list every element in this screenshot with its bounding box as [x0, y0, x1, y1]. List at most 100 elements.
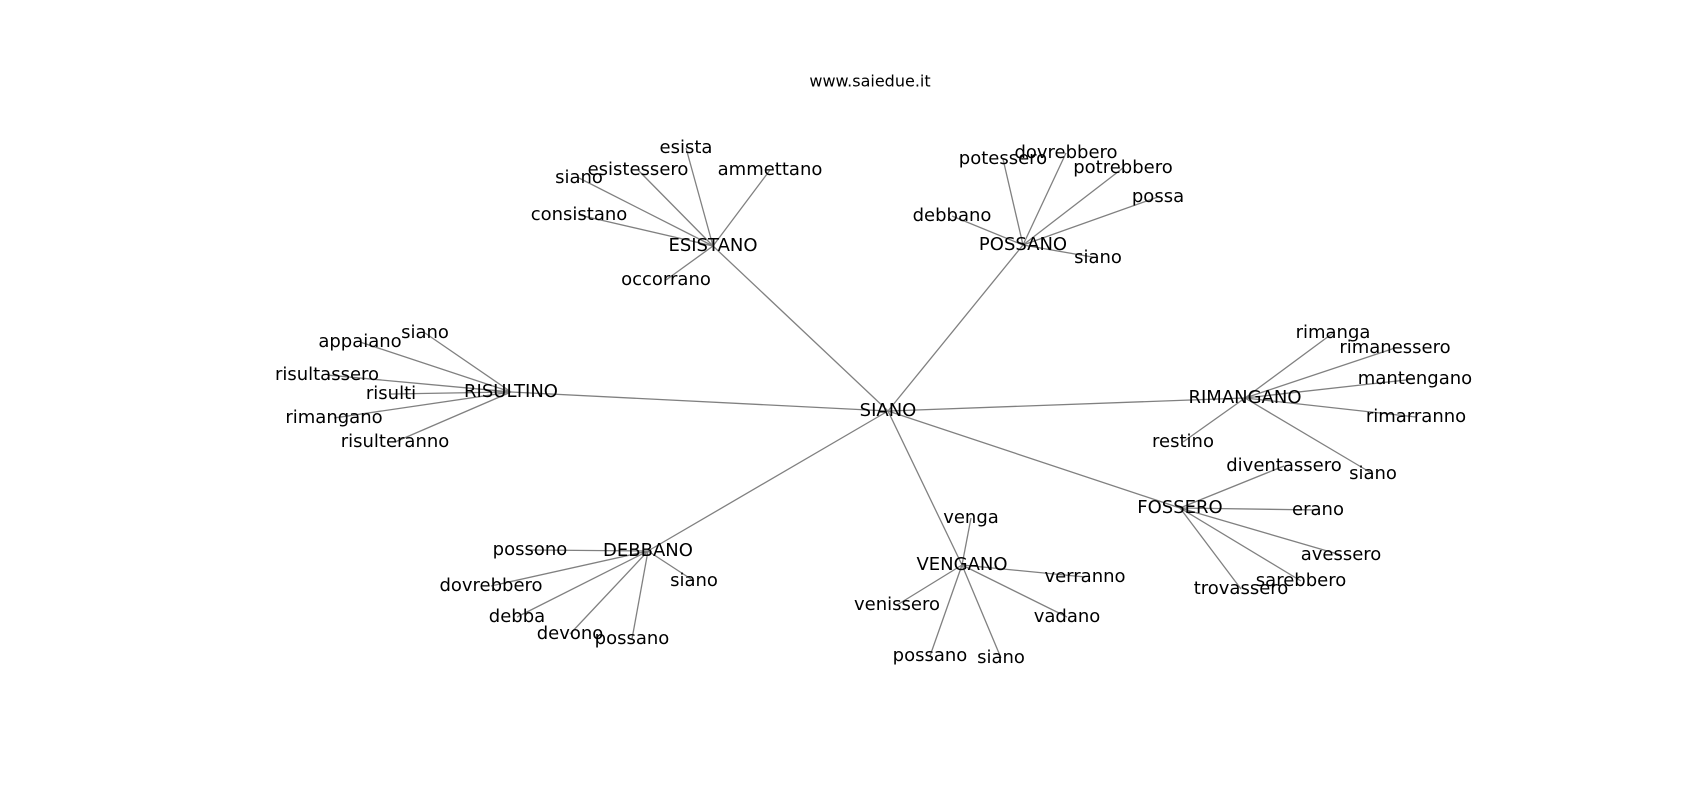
edge-risultino-risulteranno — [394, 391, 512, 443]
edge-fossero-erano — [1179, 507, 1319, 511]
edge-debbano-dovrebbero — [490, 550, 649, 587]
edge-esistano-esistessero — [637, 169, 714, 247]
leaf-node-siano: siano — [1349, 463, 1397, 484]
hub-node-possano: POSSANO — [979, 234, 1067, 255]
edge-fossero-trovassero — [1179, 507, 1242, 590]
leaf-node-rimangano: rimangano — [285, 407, 382, 428]
edge-root-vengano — [887, 410, 963, 566]
leaf-node-siano: siano — [670, 570, 718, 591]
leaf-node-possano: possano — [893, 645, 968, 666]
leaf-node-siano: siano — [555, 167, 603, 188]
edge-root-risultino — [510, 391, 889, 412]
graph-title: www.saiedue.it — [809, 72, 930, 91]
leaf-node-trovassero: trovassero — [1194, 578, 1289, 599]
leaf-node-ammettano: ammettano — [718, 159, 823, 180]
edge-vengano-verranno — [961, 564, 1086, 578]
edge-root-esistano — [712, 245, 889, 412]
hub-node-rimangano: RIMANGANO — [1188, 387, 1301, 408]
leaf-node-appaiano: appaiano — [318, 331, 401, 352]
edge-vengano-possano — [929, 564, 963, 657]
edge-esistano-occorrano — [665, 245, 714, 281]
edge-debbano-siano — [647, 550, 695, 582]
edge-possano-dovrebbero — [1022, 152, 1067, 246]
leaf-node-esista: esista — [660, 137, 713, 158]
edge-esistano-esista — [685, 147, 714, 247]
leaf-node-rimanessero: rimanessero — [1339, 337, 1450, 358]
edge-fossero-sarebbero — [1179, 507, 1302, 582]
hub-node-risultino: RISULTINO — [464, 381, 558, 402]
leaf-node-potessero: potessero — [959, 148, 1047, 169]
edge-vengano-venissero — [896, 564, 963, 606]
leaf-node-erano: erano — [1292, 499, 1344, 520]
leaf-node-risultassero: risultassero — [275, 364, 379, 385]
leaf-node-avessero: avessero — [1301, 544, 1382, 565]
edge-debbano-devono — [569, 550, 649, 635]
hub-node-esistano: ESISTANO — [668, 235, 757, 256]
leaf-node-occorrano: occorrano — [621, 269, 711, 290]
edge-possano-possa — [1022, 196, 1159, 246]
edge-possano-potrebbero — [1022, 167, 1124, 246]
edge-fossero-avessero — [1179, 507, 1342, 556]
edge-root-debbano — [647, 410, 889, 552]
leaf-node-esistessero: esistessero — [588, 159, 689, 180]
leaf-node-risulteranno: risulteranno — [341, 431, 450, 452]
edge-vengano-siano — [961, 564, 1002, 659]
hub-node-vengano: VENGANO — [916, 554, 1007, 575]
hub-node-debbano: DEBBANO — [603, 540, 693, 561]
edge-debbano-debba — [516, 550, 649, 618]
leaf-node-consistano: consistano — [531, 204, 628, 225]
leaf-node-dovrebbero: dovrebbero — [1014, 142, 1117, 163]
leaf-node-rimarranno: rimarranno — [1366, 406, 1466, 427]
edge-possano-debbano — [951, 215, 1024, 246]
leaf-node-dovrebbero: dovrebbero — [439, 575, 542, 596]
edge-esistano-siano — [578, 177, 714, 247]
leaf-node-diventassero: diventassero — [1226, 455, 1342, 476]
leaf-node-devono: devono — [537, 623, 604, 644]
edge-risultino-rimangano — [333, 391, 512, 419]
edge-debbano-possono — [529, 549, 649, 552]
leaf-node-venissero: venissero — [854, 594, 940, 615]
leaf-node-verranno: verranno — [1044, 566, 1125, 587]
edge-rimangano-siano — [1244, 397, 1374, 475]
edges-layer — [326, 147, 1417, 659]
edge-esistano-ammettano — [712, 169, 771, 247]
edge-rimangano-restino — [1182, 397, 1246, 443]
leaf-node-possa: possa — [1132, 186, 1184, 207]
edge-risultino-risulti — [390, 391, 512, 395]
edge-rimangano-rimarranno — [1244, 397, 1417, 418]
edge-rimangano-rimanessero — [1244, 347, 1396, 399]
leaf-node-restino: restino — [1152, 431, 1214, 452]
leaf-node-siano: siano — [1074, 247, 1122, 268]
edge-root-possano — [887, 244, 1024, 412]
edge-possano-potessero — [1002, 158, 1024, 246]
leaf-node-risulti: risulti — [366, 383, 416, 404]
leaf-node-sarebbero: sarebbero — [1256, 570, 1346, 591]
edge-vengano-vadano — [961, 564, 1068, 618]
edge-possano-siano — [1022, 244, 1099, 259]
edge-fossero-diventassero — [1179, 465, 1285, 509]
edge-debbano-possano — [631, 550, 649, 640]
edge-root-fossero — [887, 410, 1181, 509]
edge-risultino-risultassero — [326, 374, 512, 393]
leaf-node-possono: possono — [493, 539, 568, 560]
leaf-node-venga: venga — [943, 507, 999, 528]
edge-esistano-consistano — [578, 214, 714, 247]
leaf-node-possano: possano — [595, 628, 670, 649]
leaf-node-potrebbero: potrebbero — [1073, 157, 1173, 178]
edge-rimangano-rimanga — [1244, 332, 1334, 399]
edge-vengano-venga — [961, 517, 972, 566]
root-node-label: SIANO — [860, 400, 917, 421]
leaf-node-siano: siano — [401, 322, 449, 343]
leaf-node-debbano: debbano — [913, 205, 992, 226]
leaf-node-mantengano: mantengano — [1358, 368, 1472, 389]
leaf-node-rimanga: rimanga — [1296, 322, 1371, 343]
edge-rimangano-mantengano — [1244, 378, 1416, 399]
edge-risultino-appaiano — [359, 341, 512, 393]
edge-root-rimangano — [887, 397, 1246, 412]
leaf-node-siano: siano — [977, 647, 1025, 668]
edge-risultino-siano — [424, 332, 512, 393]
leaf-node-debba: debba — [489, 606, 545, 627]
hub-node-fossero: FOSSERO — [1137, 497, 1222, 518]
